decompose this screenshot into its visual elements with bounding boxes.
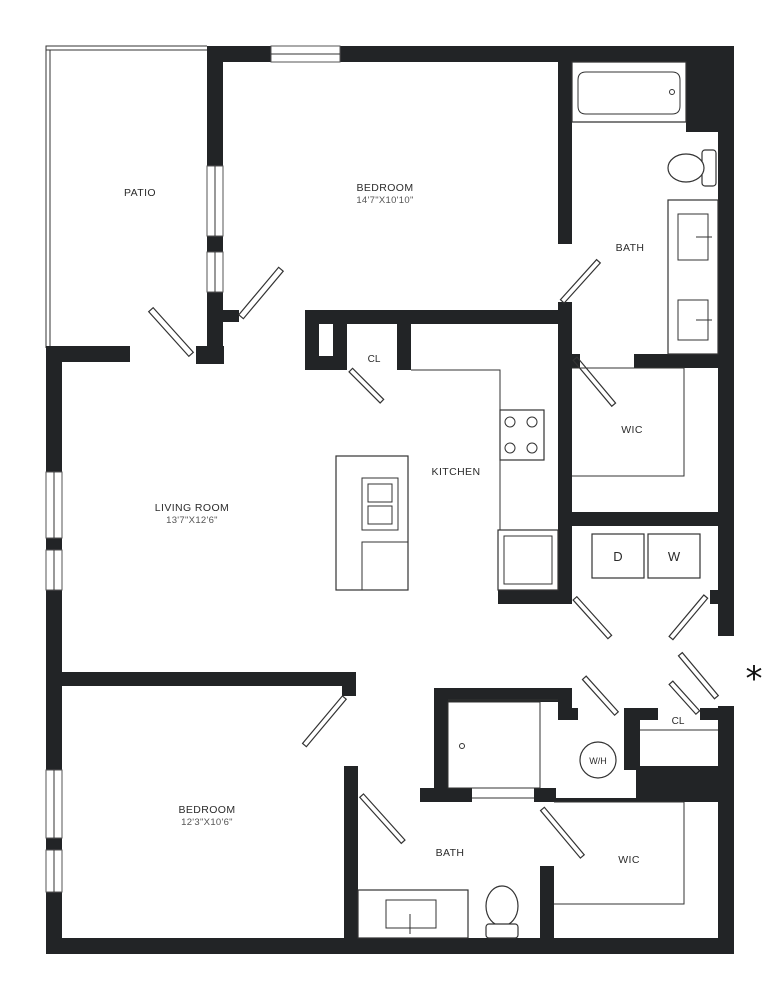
- washer-label: W: [668, 549, 681, 564]
- room-label-living-room: LIVING ROOM: [155, 502, 229, 514]
- room-label-bath-2: BATH: [436, 847, 465, 859]
- room-label-bedroom-1: BEDROOM: [356, 182, 413, 194]
- appliance-labels: D W W/H: [589, 549, 681, 766]
- windows: [45, 45, 341, 893]
- entry-marker: *: [746, 659, 763, 699]
- walls: [46, 46, 734, 954]
- room-label-wic-1: WIC: [621, 424, 643, 436]
- room-label-closet-2: CL: [672, 716, 685, 727]
- room-labels: PATIO BEDROOM 14'7"X10'10" BATH CL KITCH…: [124, 182, 685, 866]
- room-dimensions-living-room: 13'7"X12'6": [166, 515, 218, 526]
- patio-outline: [45, 45, 207, 348]
- water-heater-label: W/H: [589, 756, 607, 766]
- room-label-closet-1: CL: [368, 354, 381, 365]
- counters: [335, 61, 719, 939]
- room-dimensions-bedroom-2: 12'3"X10'6": [181, 817, 233, 828]
- room-label-bath-1: BATH: [616, 242, 645, 254]
- room-label-patio: PATIO: [124, 187, 156, 199]
- room-label-kitchen: KITCHEN: [432, 466, 481, 478]
- dryer-label: D: [613, 549, 622, 564]
- room-dimensions-bedroom-1: 14'7"X10'10": [356, 195, 413, 206]
- doors: [147, 258, 720, 859]
- room-label-bedroom-2: BEDROOM: [178, 804, 235, 816]
- room-label-wic-2: WIC: [618, 854, 640, 866]
